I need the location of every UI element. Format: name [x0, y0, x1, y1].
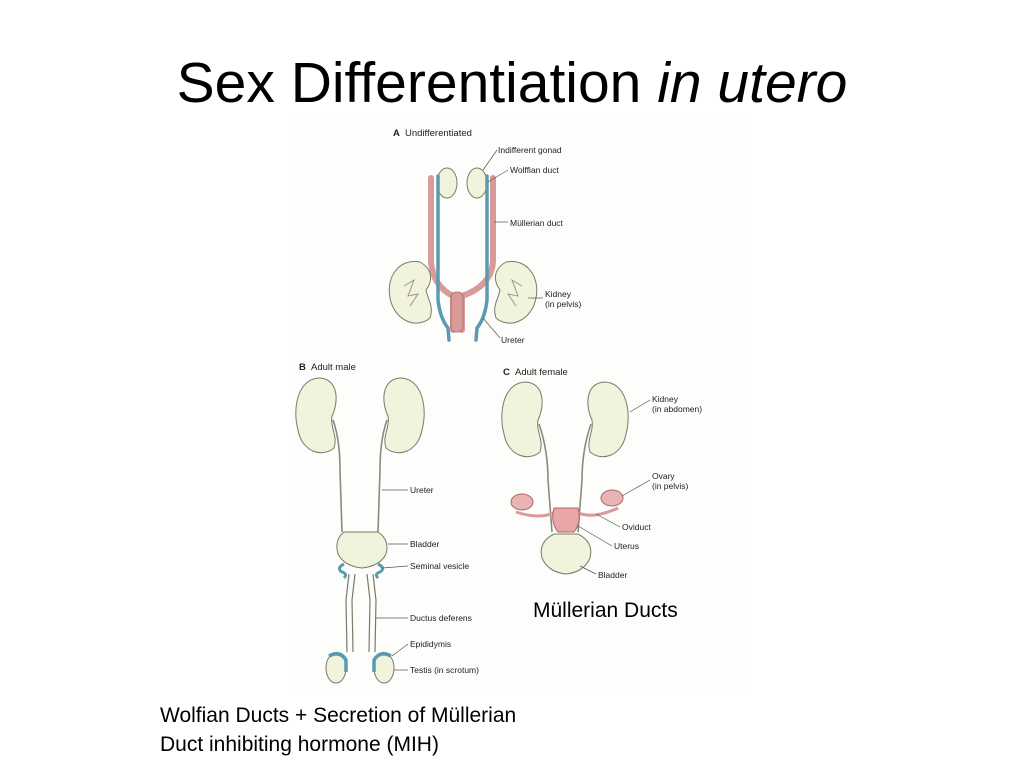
label-mullerian-duct: Müllerian duct — [510, 218, 564, 228]
male-kidney-left — [296, 378, 336, 453]
label-bladder-b: Bladder — [410, 539, 439, 549]
label-testis: Testis (in scrotum) — [410, 665, 479, 675]
sex-differentiation-diagram: A Undifferentiated Indifferent gonad Wol… — [290, 118, 750, 696]
label-uterus: Uterus — [614, 541, 639, 551]
indifferent-gonad-left — [437, 168, 457, 198]
label-ureter-b: Ureter — [410, 485, 434, 495]
panel-a-heading: Undifferentiated — [405, 128, 472, 139]
title-main: Sex Differentiation — [177, 51, 658, 115]
ovary-left — [511, 494, 533, 510]
label-ureter-a: Ureter — [501, 335, 525, 345]
label-ductus-deferens: Ductus deferens — [410, 613, 472, 623]
label-kidney-c: Kidney — [652, 394, 679, 404]
label-ovary: Ovary — [652, 471, 675, 481]
label-kidney: Kidney — [545, 289, 572, 299]
female-kidney-right — [588, 382, 628, 457]
label-in-pelvis: (in pelvis) — [545, 299, 582, 309]
label-epididymis: Epididymis — [410, 639, 451, 649]
label-bladder-c: Bladder — [598, 570, 627, 580]
indifferent-gonad-right — [467, 168, 487, 198]
label-oviduct: Oviduct — [622, 522, 651, 532]
label-ovary-in-pelvis: (in pelvis) — [652, 481, 689, 491]
ovary-right — [601, 490, 623, 506]
panel-c-letter: C — [503, 367, 510, 378]
caption-wolffian-line2: Duct inhibiting hormone (MIH) — [160, 733, 439, 756]
label-in-abdomen: (in abdomen) — [652, 404, 702, 414]
label-wolffian-duct: Wolffian duct — [510, 165, 559, 175]
slide-title: Sex Differentiation in utero — [0, 50, 1024, 116]
label-indifferent-gonad: Indifferent gonad — [498, 145, 562, 155]
panel-b-letter: B — [299, 362, 306, 373]
panel-b-heading: Adult male — [311, 362, 356, 373]
panel-a-letter: A — [393, 128, 400, 139]
male-kidney-right — [384, 378, 424, 453]
label-seminal-vesicle: Seminal vesicle — [410, 561, 469, 571]
title-italic: in utero — [657, 51, 847, 115]
caption-wolffian-line1: Wolfian Ducts + Secretion of Müllerian — [160, 704, 516, 727]
panel-c-heading: Adult female — [515, 367, 568, 378]
female-kidney-left — [502, 382, 542, 457]
caption-mullerian-ducts: Müllerian Ducts — [533, 596, 678, 625]
mullerian-fused-segment — [451, 292, 463, 332]
uterus — [553, 508, 580, 532]
